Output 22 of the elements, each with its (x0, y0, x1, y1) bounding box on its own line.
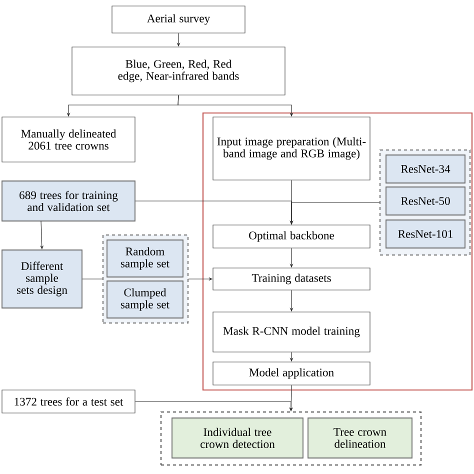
process-box: Training datasets (212, 268, 370, 290)
process-box: Mask R-CNN model training (212, 312, 370, 352)
process-box: 689 trees for training and validation set (2, 180, 136, 222)
process-box: Tree crown delineation (308, 418, 412, 458)
process-box: Manually delineated 2061 tree crowns (2, 116, 136, 162)
process-box: Model application (212, 362, 370, 386)
process-box: Different sample sets design (2, 250, 82, 308)
dashed-group-box (160, 412, 422, 466)
process-box: Blue, Green, Red, Red edge, Near-infrared bands (72, 46, 286, 96)
process-frame (202, 112, 473, 391)
process-box: ResNet-50 (386, 186, 466, 216)
process-box: Input image preparation (Multi-band image and RGB image) (212, 116, 370, 180)
process-box: Individual tree crown detection (172, 418, 304, 458)
connector-line (82, 278, 103, 280)
process-box: Random sample set (106, 240, 184, 278)
process-box: Aerial survey (112, 6, 246, 34)
arrow (135, 401, 293, 412)
process-box: ResNet-34 (386, 154, 466, 184)
process-box: ResNet-101 (386, 220, 466, 248)
process-box: 1372 trees for a test set (2, 390, 136, 414)
process-box: Optimal backbone (212, 224, 370, 248)
process-box: Clumped sample set (106, 280, 184, 318)
